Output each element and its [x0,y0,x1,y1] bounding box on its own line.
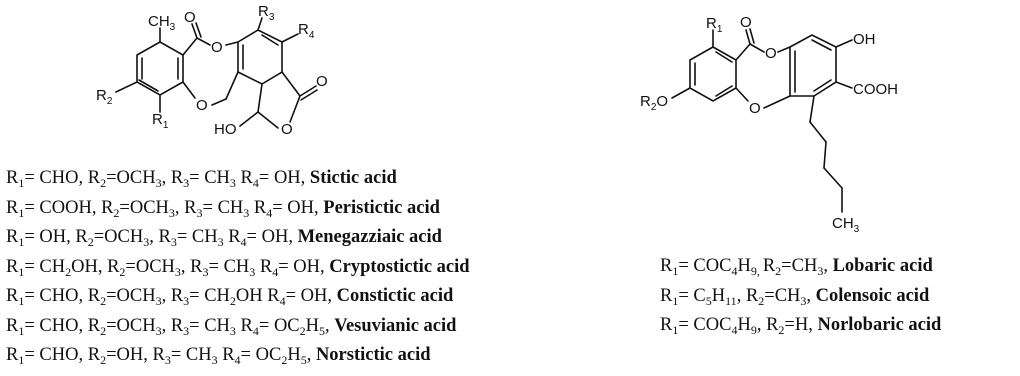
left-row-0: R1= CHO, R2=OCH3, R3= CH3 R4= OH, Sticti… [6,168,397,190]
left-label-ho: HO [214,121,237,138]
left-label-o-lactone-ring: O [281,121,293,138]
left-label-o-ester: O [211,39,223,56]
compound-name: Norstictic acid [315,345,431,365]
compound-name: Cryptostictic acid [329,256,470,277]
left-row-6: R1= CHO, R2=OH, R3= CH3 R4= OC2H5, Norst… [6,345,431,367]
right-label-r2o: R2O [640,93,668,113]
left-structure-bonds [115,17,318,129]
right-structure: R1 O O O OH COOH R2O CH3 [640,14,898,235]
right-label-o-carbonyl: O [740,14,752,31]
compound-name: Vesuvianic acid [334,315,457,336]
left-label-o-carbonyl: O [184,9,196,26]
left-substituent-list: R1= CHO, R2=OCH3, R3= CH3 R4= OH, Sticti… [6,164,470,371]
left-label-r4: R4 [298,21,315,41]
right-substituent-list: R1= COC4H9, R2=CH3, Lobaric acid R1= C5H… [660,252,941,341]
compound-name: Constictic acid [336,286,454,306]
right-label-oh: OH [853,31,876,48]
right-label-o-ether: O [749,100,761,117]
left-label-o-ether: O [196,97,208,114]
left-label-r3: R3 [258,3,275,23]
compound-name: Colensoic acid [815,285,930,306]
left-label-ch3: CH3 [148,13,176,33]
left-row-2: R1= OH, R2=OCH3, R3= CH3 R4= OH, Menegaz… [6,227,442,249]
left-structure: CH3 O O O O O R1 R2 R3 R4 HO [96,3,328,138]
right-label-ch3: CH3 [832,215,860,235]
right-label-o-ester: O [765,45,777,62]
right-label-r1: R1 [706,15,723,35]
left-row-1: R1= COOH, R2=OCH3, R3= CH3 R4= OH, Peris… [6,197,440,220]
left-label-r2: R2 [96,87,113,107]
right-row-1: R1= C5H11, R2=CH3, Colensoic acid [660,285,930,308]
right-row-0: R1= COC4H9, R2=CH3, Lobaric acid [660,256,933,278]
left-row-5: R1= CHO, R2=OCH3, R3= CH3 R4= OC2H5, Ves… [6,315,457,338]
right-row-2: R1= COC4H9, R2=H, Norlobaric acid [660,315,942,337]
compound-name: Stictic acid [309,168,397,188]
right-label-cooh: COOH [853,81,898,98]
compound-name: Peristictic acid [323,197,440,218]
left-row-4: R1= CHO, R2=OCH3, R3= CH2OH R4= OH, Cons… [6,286,454,308]
compound-name: Lobaric acid [832,256,933,276]
compound-name: Menegazziaic acid [297,227,442,247]
left-label-r1: R1 [152,111,169,131]
compound-name: Norlobaric acid [817,315,942,335]
left-row-3: R1= CH2OH, R2=OCH3, R3= CH3 R4= OH, Cryp… [6,256,470,279]
left-label-o-lactone-carbonyl: O [316,73,328,90]
right-structure-bonds [671,28,853,213]
